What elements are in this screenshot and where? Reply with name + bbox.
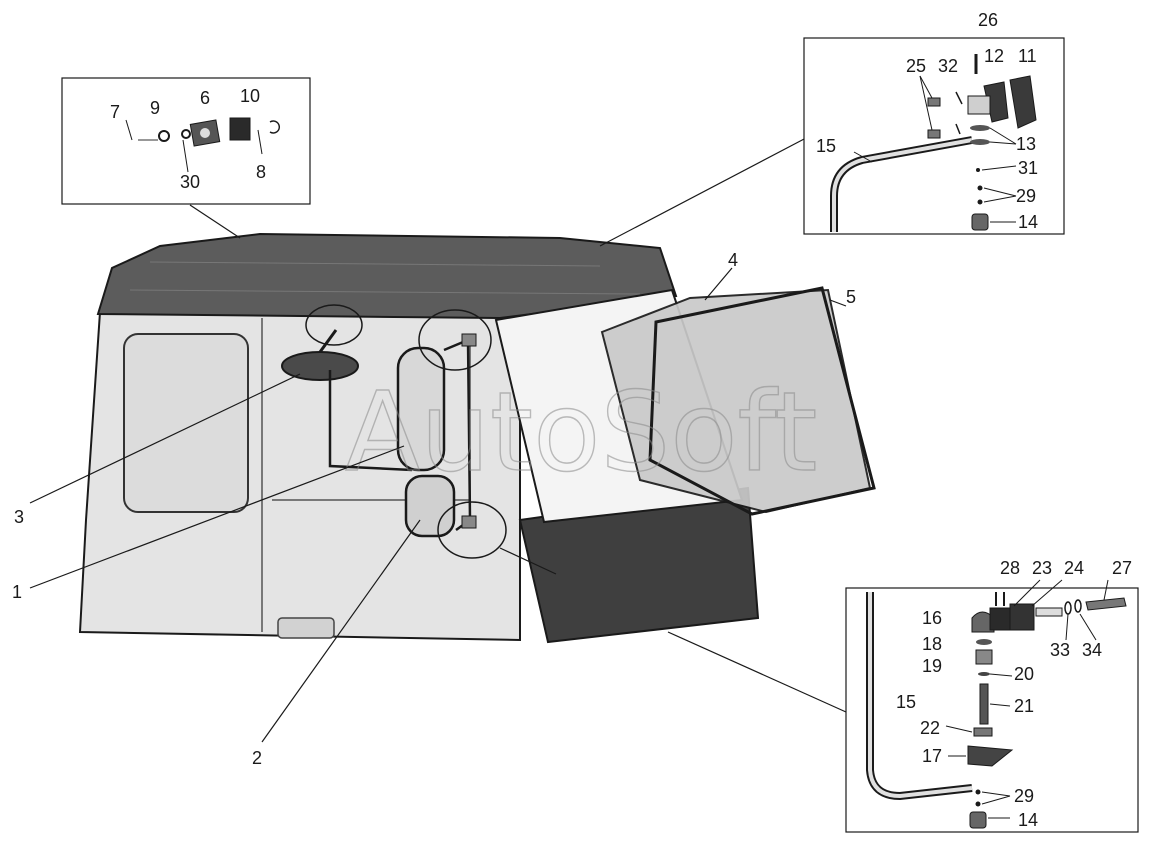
callout-27: 27 bbox=[1112, 558, 1132, 578]
detail-upper-mount: 11 12 13 14 15 25 26 29 31 32 bbox=[803, 10, 1065, 235]
mirror-assemblies bbox=[281, 304, 507, 559]
callout-6: 6 bbox=[200, 88, 210, 108]
callout-16: 16 bbox=[922, 608, 942, 628]
detail-mirror-bracket: 6 7 8 9 10 30 bbox=[61, 77, 311, 205]
callout-25: 25 bbox=[906, 56, 926, 76]
callout-22: 22 bbox=[920, 718, 940, 738]
callout-13: 13 bbox=[1016, 134, 1036, 154]
callout-29: 29 bbox=[1016, 186, 1036, 206]
callout-10: 10 bbox=[240, 86, 260, 106]
callout-3: 3 bbox=[14, 507, 24, 527]
callout-14: 14 bbox=[1018, 212, 1038, 232]
callout-29-lower: 29 bbox=[1014, 786, 1034, 806]
leader-lines bbox=[29, 137, 847, 743]
callout-15-lower: 15 bbox=[896, 692, 916, 712]
callout-9: 9 bbox=[150, 98, 160, 118]
callout-30: 30 bbox=[180, 172, 200, 192]
callout-2: 2 bbox=[252, 748, 262, 768]
callout-21: 21 bbox=[1014, 696, 1034, 716]
callout-19: 19 bbox=[922, 656, 942, 676]
callout-15: 15 bbox=[816, 136, 836, 156]
callout-18: 18 bbox=[922, 634, 942, 654]
side-window bbox=[123, 333, 249, 513]
callout-1: 1 bbox=[12, 582, 22, 602]
callout-5: 5 bbox=[846, 287, 856, 307]
callout-28: 28 bbox=[1000, 558, 1020, 578]
detail-lower-mount: 14 15 16 17 18 19 20 21 22 23 24 27 28 2… bbox=[845, 558, 1139, 833]
callout-20: 20 bbox=[1014, 664, 1034, 684]
callout-12: 12 bbox=[984, 46, 1004, 66]
windshield-seal bbox=[648, 286, 876, 516]
callout-4: 4 bbox=[728, 250, 738, 270]
door-handle-recess bbox=[277, 617, 335, 639]
callout-14-lower: 14 bbox=[1018, 810, 1038, 830]
detail-circle-top-left bbox=[305, 304, 363, 346]
main-callouts: 1 2 3 4 5 bbox=[12, 250, 856, 768]
callout-32: 32 bbox=[938, 56, 958, 76]
watermark: AutoSoft bbox=[345, 368, 817, 496]
callout-7: 7 bbox=[110, 102, 120, 122]
callout-26: 26 bbox=[978, 10, 998, 30]
callout-24: 24 bbox=[1064, 558, 1084, 578]
callout-8: 8 bbox=[256, 162, 266, 182]
callout-23: 23 bbox=[1032, 558, 1052, 578]
detail-circle-bottom bbox=[437, 501, 507, 559]
callout-11: 11 bbox=[1018, 46, 1037, 66]
callout-34: 34 bbox=[1082, 640, 1102, 660]
callout-17: 17 bbox=[922, 746, 942, 766]
callout-33: 33 bbox=[1050, 640, 1070, 660]
detail-circle-top-right bbox=[418, 309, 492, 371]
callout-31: 31 bbox=[1018, 158, 1038, 178]
